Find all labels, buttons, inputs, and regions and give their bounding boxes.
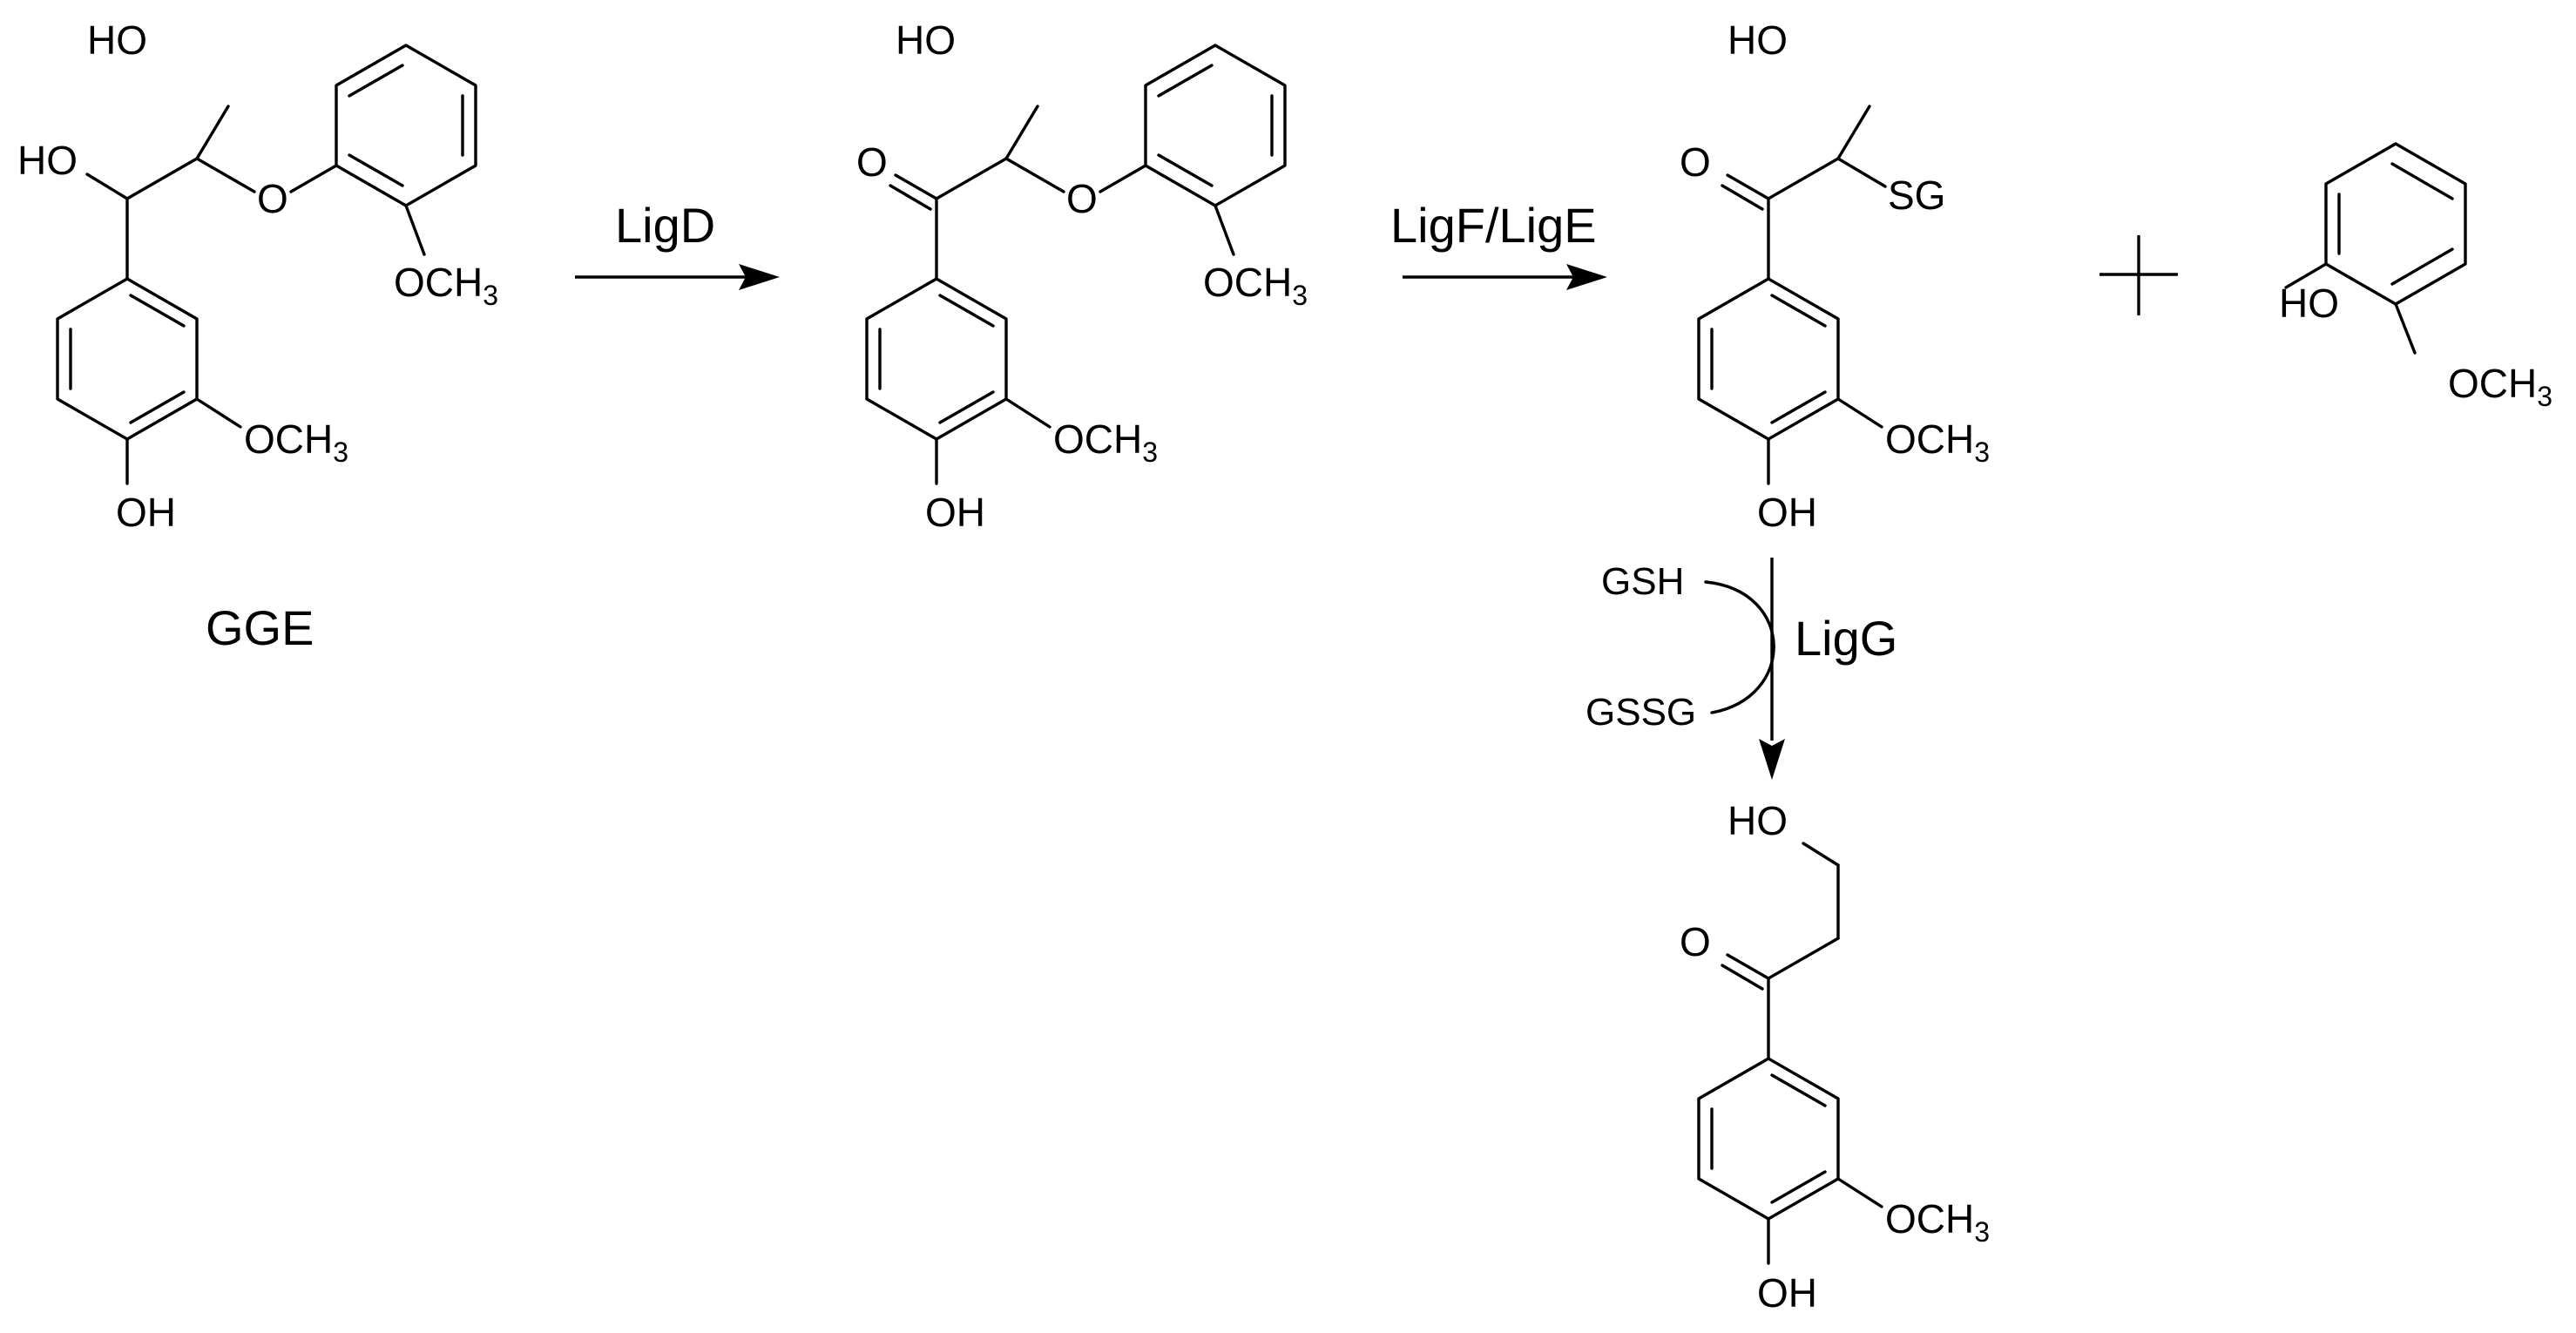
guaiacol-methoxy: OCH3 <box>2448 361 2552 412</box>
product-ho-top: HO <box>1727 798 1788 843</box>
gssg-label: GSSG <box>1585 691 1696 734</box>
ligf-lige-label: LigF/LigE <box>1390 198 1597 253</box>
product-ring-methoxy: OCH3 <box>1885 1196 1990 1248</box>
gge-name-label: GGE <box>206 600 314 655</box>
ketone-carbonyl-oxygen: O <box>856 139 888 185</box>
compound-ketone: HO O O OCH3 OCH3 OH <box>856 17 1308 535</box>
compound-thioether: HO O SG OCH3 OH <box>1680 17 1990 535</box>
gge-ho-top: HO <box>87 17 147 63</box>
thioether-carbonyl-oxygen: O <box>1680 139 1711 185</box>
arrow-ligg: LigG GSH GSSG <box>1585 558 1897 780</box>
ketone-ether-oxygen: O <box>1066 176 1098 221</box>
thioether-ho-top: HO <box>1727 17 1788 63</box>
gge-ring-methoxy: OCH3 <box>244 416 348 468</box>
ketone-aryl-methoxy: OCH3 <box>1203 260 1308 311</box>
thioether-ring-methoxy: OCH3 <box>1885 416 1990 468</box>
compound-product: HO O OCH3 OH <box>1680 798 1990 1316</box>
gge-aryl-methoxy: OCH3 <box>394 260 498 311</box>
ketone-hydroxyl: OH <box>925 490 985 535</box>
gge-ho-side: HO <box>17 138 78 183</box>
gge-hydroxyl: OH <box>116 490 176 535</box>
compound-guaiacol: HO OCH3 <box>2279 142 2552 412</box>
plus-sign <box>2099 235 2178 315</box>
product-carbonyl-oxygen: O <box>1680 919 1711 964</box>
arrow-ligf-lige: LigF/LigE <box>1390 198 1607 290</box>
ligd-label: LigD <box>615 198 715 253</box>
ketone-ring-methoxy: OCH3 <box>1053 416 1158 468</box>
compound-gge: HO HO O OCH3 OCH3 OH GGE <box>17 17 498 655</box>
arrow-ligd: LigD <box>575 198 780 290</box>
thioether-hydroxyl: OH <box>1757 490 1817 535</box>
thioether-glutathione: SG <box>1888 173 1945 218</box>
gsh-label: GSH <box>1601 560 1684 603</box>
gge-ether-oxygen: O <box>257 176 288 221</box>
guaiacol-hydroxyl: HO <box>2279 281 2339 326</box>
product-hydroxyl: OH <box>1757 1270 1817 1316</box>
ketone-ho-top: HO <box>896 17 956 63</box>
ligg-label: LigG <box>1795 611 1897 666</box>
